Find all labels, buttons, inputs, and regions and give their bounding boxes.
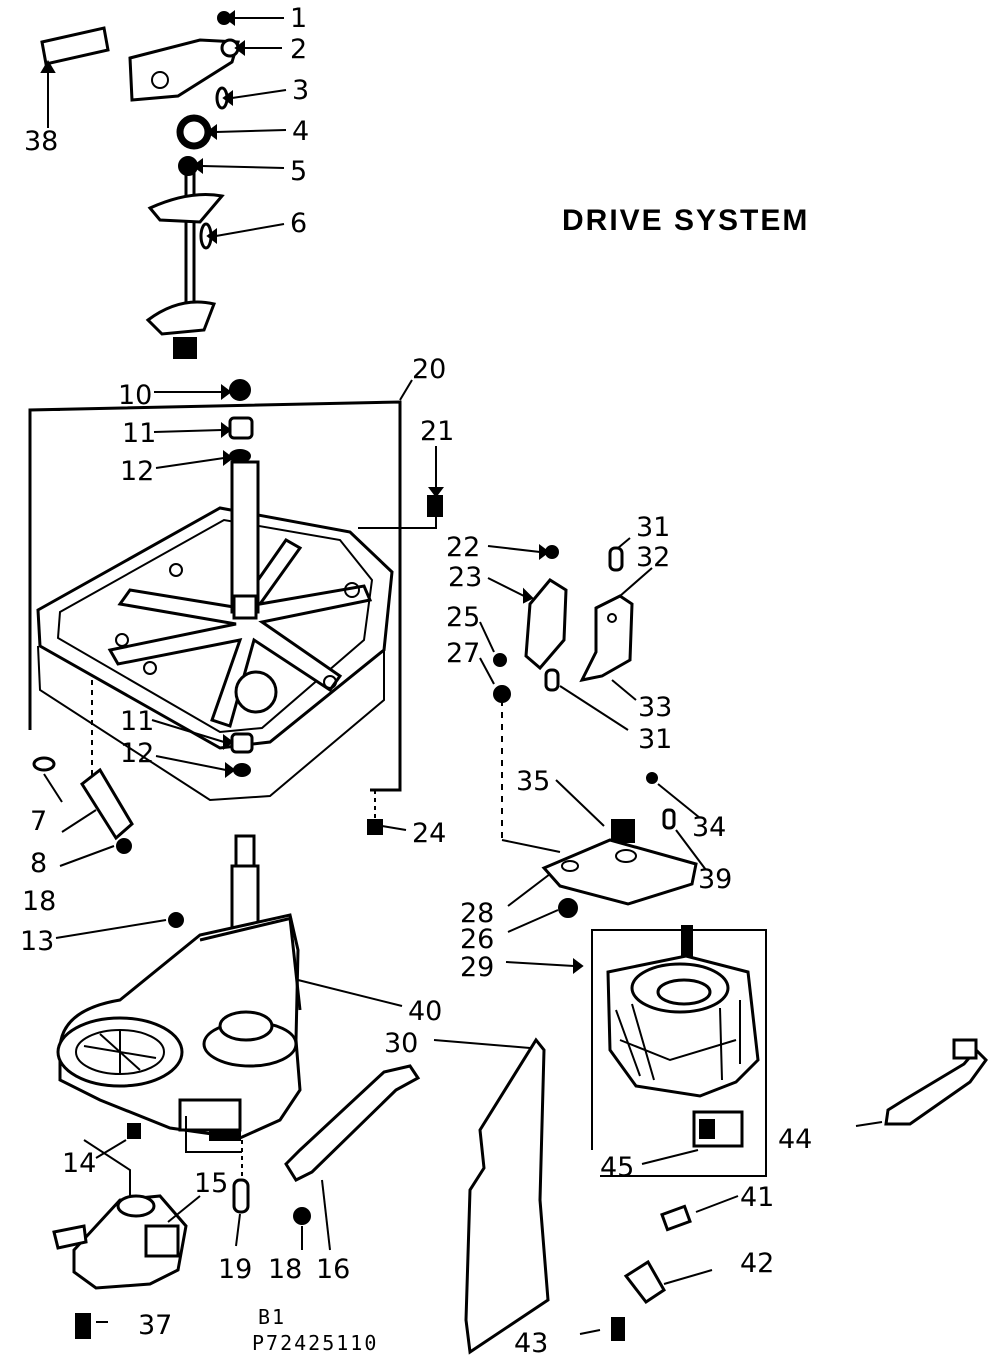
callout-44: 44 <box>778 1124 812 1155</box>
callout-20: 20 <box>412 354 446 385</box>
nut-27 <box>493 685 511 703</box>
drawing-code-line-1: B1 <box>258 1305 286 1329</box>
label-plate-38 <box>40 26 110 128</box>
callout-18-left: 18 <box>22 886 56 917</box>
cap-bracket-2 <box>128 38 240 102</box>
diagram-title: DRIVE SYSTEM <box>562 204 809 237</box>
callout-1: 1 <box>290 3 307 34</box>
callout-29: 29 <box>460 952 494 983</box>
clip-42 <box>623 1259 666 1305</box>
seal-ring-4 <box>176 114 212 150</box>
callout-12-top: 12 <box>120 456 154 487</box>
nut-13 <box>168 912 184 928</box>
drawing-code-line-2: P72425110 <box>252 1331 378 1355</box>
callout-21: 21 <box>420 416 454 447</box>
screw-43 <box>611 1317 625 1341</box>
motor-bracket-28 <box>541 838 698 906</box>
callout-40: 40 <box>408 996 442 1027</box>
callout-31-bottom: 31 <box>638 724 672 755</box>
capacitor-41 <box>660 1204 692 1232</box>
callout-37: 37 <box>138 1310 172 1341</box>
snubber-8 <box>80 680 134 841</box>
bracket-32 <box>579 594 634 683</box>
callout-32: 32 <box>636 542 670 573</box>
pump-37 <box>52 1139 188 1339</box>
callout-31-top: 31 <box>636 512 670 543</box>
bearing-11-bottom <box>230 732 254 754</box>
screw-39 <box>662 808 676 830</box>
center-post <box>230 460 260 620</box>
callout-22: 22 <box>446 532 480 563</box>
grommet-26 <box>558 898 578 918</box>
callout-13: 13 <box>20 926 54 957</box>
callout-7: 7 <box>30 806 47 837</box>
callout-24: 24 <box>412 818 446 849</box>
motor-bracket-frame-44 <box>591 929 767 1177</box>
screw-7 <box>32 756 56 772</box>
bracket-15 <box>185 1116 242 1153</box>
callout-45: 45 <box>600 1152 634 1183</box>
callout-2: 2 <box>290 34 307 65</box>
nut-18-bottom <box>293 1207 311 1225</box>
callout-33: 33 <box>638 692 672 723</box>
ring-12-bottom <box>233 763 251 777</box>
nut-18-left <box>116 838 132 854</box>
callout-28: 28 <box>460 898 494 929</box>
washer-10 <box>229 379 251 401</box>
callout-14: 14 <box>62 1148 96 1179</box>
transmission-40 <box>56 834 302 1141</box>
screw-31-upper <box>608 546 624 572</box>
callout-19: 19 <box>218 1254 252 1285</box>
bearing-11-top <box>228 416 254 440</box>
callout-5: 5 <box>290 156 307 187</box>
callout-23: 23 <box>448 562 482 593</box>
callout-3: 3 <box>292 75 309 106</box>
motor-29 <box>606 925 760 1148</box>
cover-panel-30 <box>464 1037 550 1355</box>
callout-4: 4 <box>292 116 309 147</box>
base-plate <box>36 506 394 802</box>
base-assembly-bracket-20 <box>28 400 402 792</box>
callout-6: 6 <box>290 208 307 239</box>
callout-27: 27 <box>446 638 480 669</box>
nut-34 <box>646 772 658 784</box>
foot-24 <box>367 819 383 835</box>
callout-11-bottom: 11 <box>120 706 154 737</box>
callout-10: 10 <box>118 380 152 411</box>
callout-18-bottom: 18 <box>268 1254 302 1285</box>
callout-26: 26 <box>460 924 494 955</box>
callout-35: 35 <box>516 766 550 797</box>
screw-19 <box>232 1140 250 1214</box>
callout-8: 8 <box>30 848 47 879</box>
callout-43: 43 <box>514 1328 548 1359</box>
leader-lines <box>43 10 883 1335</box>
callout-39: 39 <box>698 864 732 895</box>
grommet-35 <box>611 819 635 843</box>
bracket-23 <box>524 578 568 671</box>
callout-30: 30 <box>384 1028 418 1059</box>
belt-guard <box>884 1038 988 1126</box>
callout-38: 38 <box>24 126 58 157</box>
callout-15: 15 <box>194 1168 228 1199</box>
snubber-16 <box>284 1064 421 1182</box>
agitator-shaft-6 <box>145 172 225 359</box>
callout-labels: 1 2 3 4 5 6 38 10 11 12 20 21 11 12 7 8 … <box>20 3 812 1359</box>
callout-12-bottom: 12 <box>120 738 154 769</box>
callout-11-top: 11 <box>122 418 156 449</box>
ring-12-top <box>229 449 251 463</box>
callout-16: 16 <box>316 1254 350 1285</box>
callout-41: 41 <box>740 1182 774 1213</box>
screw-31-lower <box>544 668 560 692</box>
callout-25: 25 <box>446 602 480 633</box>
washer-25 <box>493 653 507 667</box>
callout-34: 34 <box>692 812 726 843</box>
callout-42: 42 <box>740 1248 774 1279</box>
